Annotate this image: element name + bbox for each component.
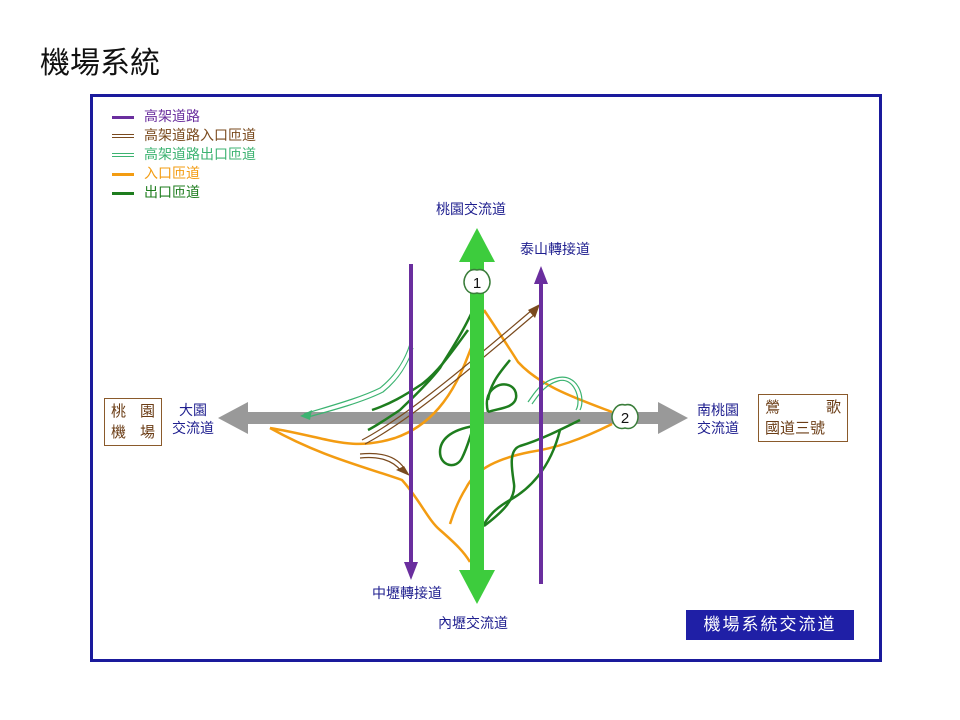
green-double-line-icon (112, 153, 134, 157)
legend-label: 入口匝道 (144, 166, 200, 182)
freeway-2-marker: 2 (611, 403, 639, 430)
legend-label: 高架道路 (144, 109, 200, 125)
east-destination-char: 鶯 (765, 398, 781, 416)
north-road-label: 桃園交流道 (436, 202, 506, 218)
south-road-label: 內壢交流道 (438, 616, 508, 632)
freeway-1-number: 1 (473, 275, 481, 292)
west-destination-char: 機 (111, 423, 127, 441)
brown-double-line-icon (112, 134, 134, 138)
freeway-1-marker: 1 (463, 268, 491, 295)
west-destination-char: 場 (139, 423, 155, 441)
west-destination-line1: 桃 園 (105, 401, 161, 422)
east-road-label-line2: 交流道 (697, 421, 739, 437)
entry-ramps (269, 309, 613, 563)
diagram-frame (90, 94, 882, 662)
east-destination-char: 歌 (825, 398, 841, 416)
dark-green-line-icon (112, 192, 134, 195)
northeast-road-label: 泰山轉接道 (520, 242, 590, 258)
elevated-entry-ramps (359, 304, 540, 476)
purple-line-icon (112, 116, 134, 119)
east-road-label-line1: 南桃園 (697, 403, 739, 419)
page-title: 機場系統 (40, 46, 160, 81)
interchange-name-badge: 機場系統交流道 (686, 610, 854, 640)
west-destination-char: 園 (139, 402, 155, 420)
freeway-2-number: 2 (621, 410, 629, 427)
west-destination-line2: 機 場 (105, 422, 161, 443)
east-destination-line2: 國道三號 (759, 418, 847, 439)
west-road-label-line1: 大園 (179, 403, 207, 419)
legend-label: 高架道路入口匝道 (144, 128, 256, 144)
legend-label: 高架道路出口匝道 (144, 147, 256, 163)
east-destination-text: 國道三號 (765, 419, 826, 437)
elevated-exit-ramps (300, 343, 583, 420)
southwest-road-label: 中壢轉接道 (372, 586, 442, 602)
elevated-roads (404, 264, 548, 584)
legend-label: 出口匝道 (144, 185, 200, 201)
exit-ramps (367, 311, 581, 529)
west-destination-char: 桃 (111, 402, 127, 420)
east-destination-box: 鶯 歌 國道三號 (758, 394, 848, 442)
east-road-label: 南桃園 交流道 (697, 402, 739, 438)
west-road-label-line2: 交流道 (172, 421, 214, 437)
orange-line-icon (112, 173, 134, 176)
west-road-label: 大園 交流道 (172, 402, 214, 438)
freeway-1-road (459, 228, 495, 604)
west-destination-box: 桃 園 機 場 (104, 398, 162, 446)
east-destination-line1: 鶯 歌 (759, 397, 847, 418)
